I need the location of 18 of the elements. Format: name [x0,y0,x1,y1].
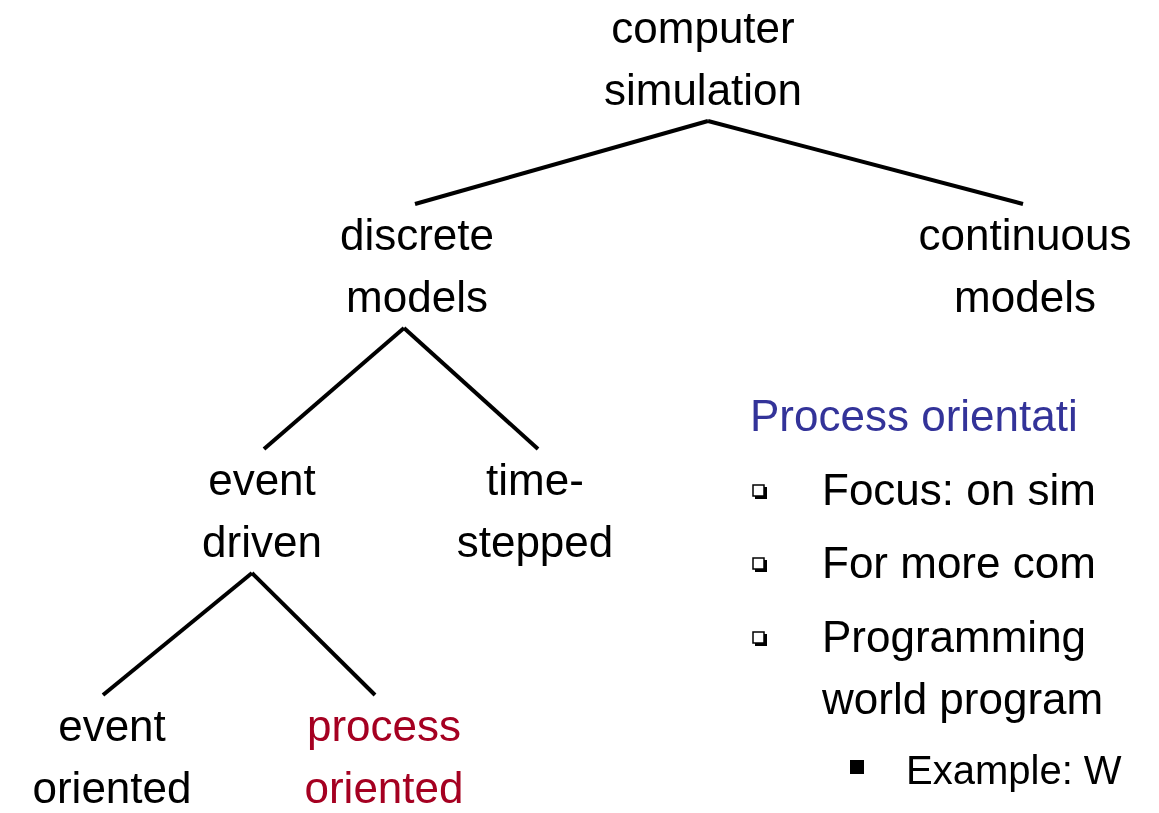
section-heading: Process orientati [750,390,1078,442]
bullet-text: Programming world program [822,611,1105,725]
tree-node-label: continuous models [894,204,1156,328]
tree-node-label: computer simulation [578,0,828,121]
bullet-text: Focus: on sim [822,464,1096,516]
tree-branch-line [250,571,377,697]
tree-node-label: event driven [187,449,337,573]
tree-branch-line [402,326,540,451]
tree-branch-line [707,119,1024,206]
sub-bullet-text: Example: W [906,747,1122,794]
tree-branch-line [262,326,406,451]
bullet-text: For more com [822,537,1096,589]
tree-branch-line [414,119,709,206]
tree-node-label: time-stepped [435,449,635,573]
tree-branch-line [101,571,254,697]
tree-node-label: discrete models [317,204,517,328]
tree-node-label: event oriented [12,695,212,813]
tree-node-label: process oriented [279,695,489,813]
